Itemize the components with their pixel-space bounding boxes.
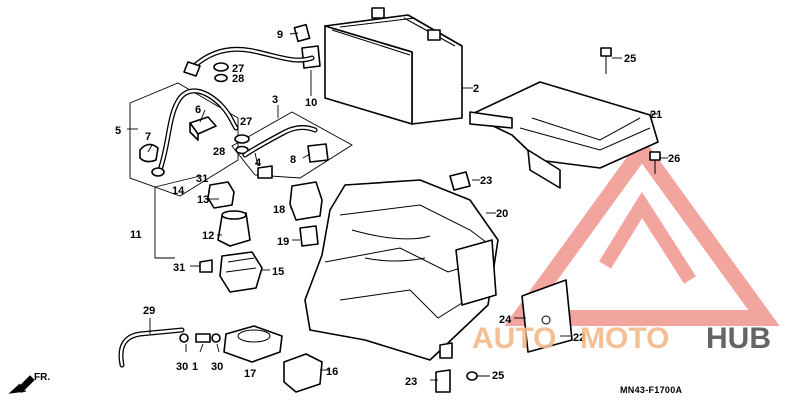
callout-7: 7 [145, 131, 151, 143]
callout-27-mid: 27 [240, 116, 252, 128]
callout-25-bottom: 25 [492, 370, 504, 382]
front-direction-arrow-icon [8, 375, 35, 394]
bolt-26 [649, 151, 661, 174]
bracket-23-bottom [435, 369, 451, 393]
callout-31-top: 31 [196, 173, 208, 185]
callout-17: 17 [244, 368, 256, 380]
callout-12: 12 [202, 230, 214, 242]
callout-13: 13 [197, 194, 209, 206]
box-16 [283, 353, 323, 393]
callout-9: 9 [277, 29, 283, 41]
callout-29: 29 [143, 305, 155, 317]
holder-17 [223, 325, 283, 363]
callout-24: 24 [499, 314, 512, 326]
callout-labels: 1 2 3 4 5 6 7 8 9 10 11 12 13 14 15 16 1… [115, 29, 680, 388]
callout-11: 11 [130, 229, 142, 241]
callout-30-left: 30 [176, 361, 188, 373]
callout-6: 6 [195, 104, 201, 116]
callout-31-bottom: 31 [173, 262, 185, 274]
direction-label: FR. [34, 372, 50, 383]
callout-16: 16 [326, 366, 338, 378]
bolt-25-top [600, 47, 612, 74]
watermark-text-moto: MOTO [580, 322, 669, 355]
callout-26: 26 [668, 153, 680, 165]
battery-cover [469, 81, 659, 189]
bolt-27-top [213, 62, 229, 83]
callout-10: 10 [305, 97, 317, 109]
battery-cable-positive [183, 23, 321, 77]
bracket-23-top [449, 171, 471, 191]
callout-4: 4 [255, 157, 262, 169]
watermark-text-auto: AUTO [472, 322, 556, 355]
battery-case [304, 179, 499, 361]
watermark-text-hub: HUB [706, 322, 771, 355]
drawing-code: MN43-F1700A [620, 385, 683, 395]
watermark-text: AUTO MOTO HUB [472, 322, 771, 355]
callout-21: 21 [650, 109, 662, 121]
callout-3: 3 [272, 94, 278, 106]
callout-23-bottom: 23 [405, 376, 417, 388]
breather-tube-group [118, 327, 221, 368]
callout-1: 1 [192, 361, 198, 373]
fuse-box-group [289, 181, 323, 247]
callout-27-top: 27 [232, 63, 244, 75]
plate-22 [521, 279, 573, 353]
starter-cable-group [129, 82, 239, 197]
callout-5: 5 [115, 125, 121, 137]
watermark-triangle-logo [504, 136, 780, 326]
callout-23-top: 23 [480, 175, 492, 187]
starter-relay-group [154, 175, 263, 293]
callout-18: 18 [273, 204, 285, 216]
callout-8: 8 [290, 154, 296, 166]
callout-28-mid: 28 [213, 146, 225, 158]
callout-25-top: 25 [624, 53, 636, 65]
leader-lines [127, 32, 668, 381]
callout-20: 20 [496, 208, 508, 220]
callout-15: 15 [272, 266, 284, 278]
callout-30-right: 30 [211, 361, 223, 373]
callout-2: 2 [473, 83, 479, 95]
callout-22: 22 [573, 332, 585, 344]
battery [324, 7, 463, 125]
callout-28-top: 28 [232, 73, 244, 85]
callout-19: 19 [277, 236, 289, 248]
callout-14: 14 [172, 185, 185, 197]
negative-cable-group [231, 111, 353, 179]
